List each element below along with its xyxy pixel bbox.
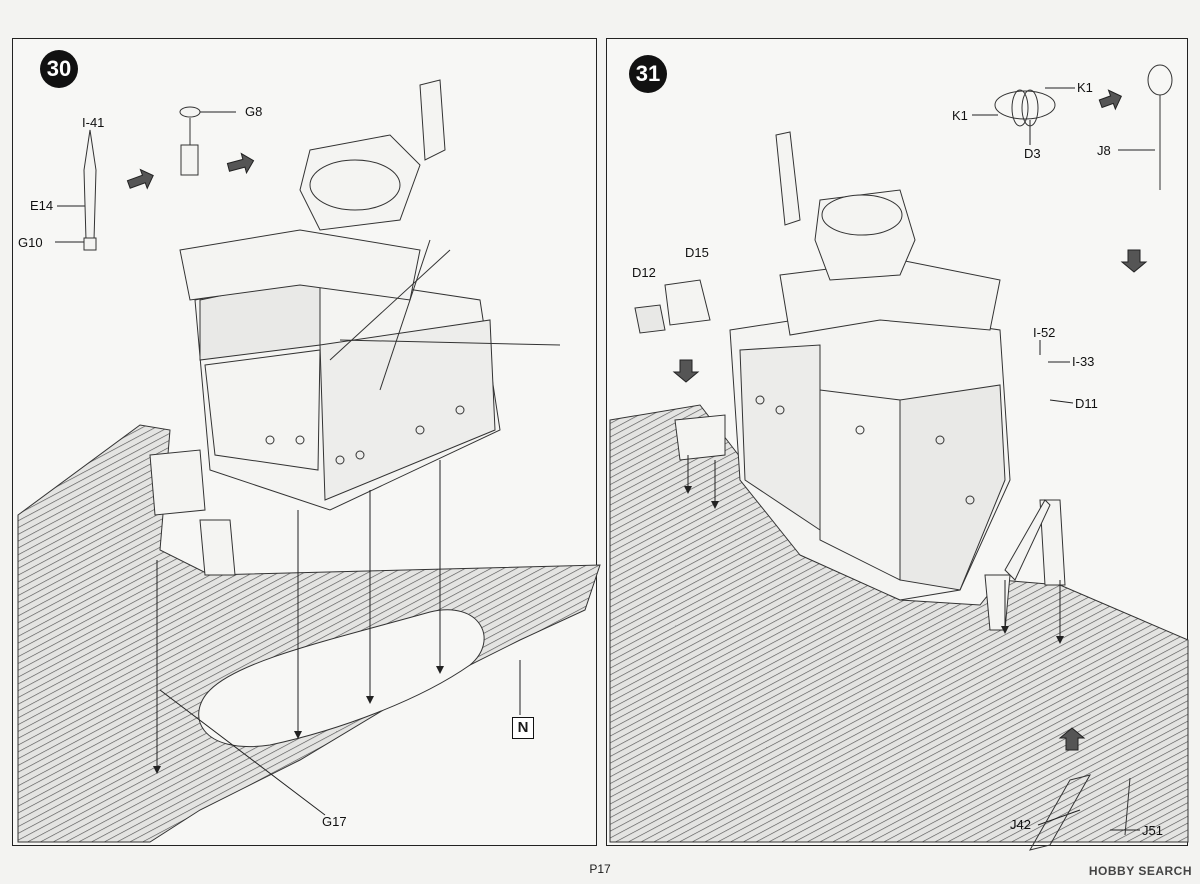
label-J51: J51 xyxy=(1142,823,1163,838)
watermark-logo: HOBBY SEARCH xyxy=(1088,864,1192,878)
step31-direction-arrows xyxy=(672,89,1148,751)
part-K1 xyxy=(994,89,1056,127)
label-D3: D3 xyxy=(1024,146,1041,161)
step31-bridge-tower xyxy=(674,131,1066,631)
label-I-52: I-52 xyxy=(1033,325,1056,340)
part-E14 xyxy=(83,129,97,251)
part-J42 xyxy=(1028,774,1131,851)
label-G8: G8 xyxy=(245,104,263,119)
step-31-badge: 31 xyxy=(629,55,667,93)
step30-deck-opening xyxy=(198,609,485,747)
step31-portholes xyxy=(755,395,975,505)
step30-direction-arrows xyxy=(126,152,255,190)
step30-leader-lines xyxy=(55,111,521,816)
label-D12: D12 xyxy=(632,265,656,280)
part-D15 xyxy=(634,279,711,334)
label-J8: J8 xyxy=(1097,143,1111,158)
label-D11: D11 xyxy=(1075,396,1098,411)
step30-deck xyxy=(17,424,601,843)
part-G8 xyxy=(179,106,201,176)
label-J42: J42 xyxy=(1010,817,1031,832)
page-number: P17 xyxy=(589,862,611,876)
label-D15: D15 xyxy=(685,245,709,260)
step30-bridge-tower xyxy=(149,79,561,576)
orientation-mark-N: N xyxy=(512,717,534,739)
label-G10: G10 xyxy=(18,235,43,250)
step-30-badge: 30 xyxy=(40,50,78,88)
label-G17: G17 xyxy=(322,814,347,829)
label-K1-right: K1 xyxy=(1077,80,1093,95)
label-I-41: I-41 xyxy=(82,115,105,130)
label-E14: E14 xyxy=(30,198,54,213)
label-K1-left: K1 xyxy=(952,108,968,123)
label-I-33: I-33 xyxy=(1072,354,1095,369)
step31-leader-lines xyxy=(684,87,1155,831)
part-J8 xyxy=(1147,64,1173,190)
step30-portholes xyxy=(265,405,465,465)
